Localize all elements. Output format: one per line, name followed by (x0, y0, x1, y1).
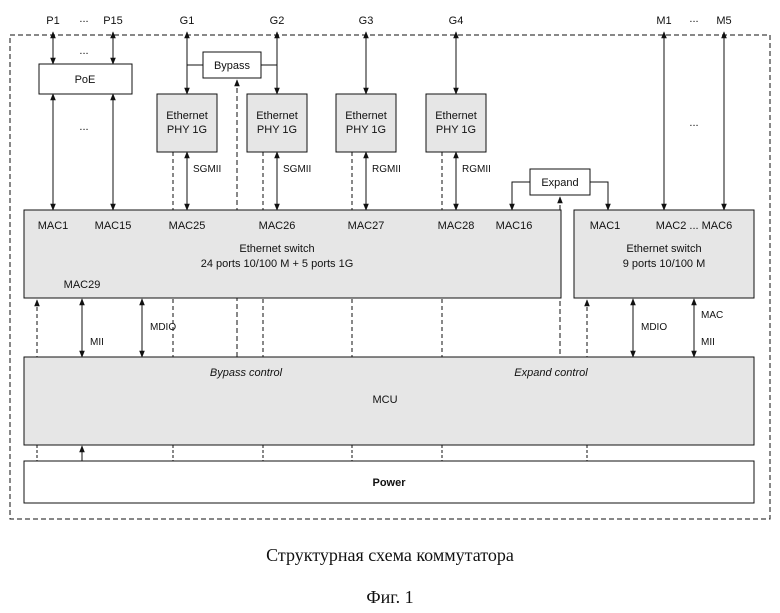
phy4-line2: PHY 1G (436, 124, 476, 136)
caption-figure: Фиг. 1 (366, 587, 413, 607)
phy3-line1: Ethernet (345, 110, 387, 122)
expand-switch-subtitle: 9 ports 10/100 M (623, 258, 706, 270)
mac25-label: MAC25 (169, 220, 206, 232)
main-switch-subtitle: 24 ports 10/100 M + 5 ports 1G (201, 258, 354, 270)
dots-p-top: ... (79, 45, 88, 57)
rgmii-label-3: RGMII (372, 164, 401, 175)
caption-title: Структурная схема коммутатора (266, 545, 514, 565)
mac-label-expand: MAC (701, 310, 723, 321)
exp-mac2-6-label: MAC2 ... MAC6 (656, 220, 732, 232)
sgmii-label-2: SGMII (283, 164, 311, 175)
phy1-line1: Ethernet (166, 110, 208, 122)
bypass-label: Bypass (214, 60, 251, 72)
expand-switch-title: Ethernet switch (626, 243, 701, 255)
port-label-g3: G3 (359, 15, 374, 27)
main-switch-title: Ethernet switch (239, 243, 314, 255)
phy-block-2: Ethernet PHY 1G (247, 94, 307, 152)
phy-block-1: Ethernet PHY 1G (157, 94, 217, 152)
mdio-label-main: MDIO (150, 322, 176, 333)
phy-block-4: Ethernet PHY 1G (426, 94, 486, 152)
phy4-line1: Ethernet (435, 110, 477, 122)
link-expand-mac16 (512, 182, 530, 210)
mdio-label-expand: MDIO (641, 322, 667, 333)
mac1-label: MAC1 (38, 220, 69, 232)
bypass-control-label: Bypass control (210, 367, 283, 379)
phy1-line2: PHY 1G (167, 124, 207, 136)
poe-label: PoE (75, 74, 96, 86)
phy3-line2: PHY 1G (346, 124, 386, 136)
port-label-m5: M5 (716, 15, 731, 27)
phy2-line2: PHY 1G (257, 124, 297, 136)
port-label-g1: G1 (180, 15, 195, 27)
phy2-line1: Ethernet (256, 110, 298, 122)
port-label-p1: P1 (46, 15, 59, 27)
mii-label-expand: MII (701, 337, 715, 348)
mac16-label: MAC16 (496, 220, 533, 232)
rgmii-label-4: RGMII (462, 164, 491, 175)
mac29-label: MAC29 (64, 279, 101, 291)
mac28-label: MAC28 (438, 220, 475, 232)
exp-mac1-label: MAC1 (590, 220, 621, 232)
expand-label: Expand (541, 177, 578, 189)
dots-p-mid: ... (79, 121, 88, 133)
expand-control-label: Expand control (514, 367, 588, 379)
port-label-g2: G2 (270, 15, 285, 27)
mac27-label: MAC27 (348, 220, 385, 232)
port-label-m-dots: ... (689, 13, 698, 25)
mii-label-main: MII (90, 337, 104, 348)
port-label-p-dots: ... (79, 13, 88, 25)
mac15-label: MAC15 (95, 220, 132, 232)
mac26-label: MAC26 (259, 220, 296, 232)
phy-block-3: Ethernet PHY 1G (336, 94, 396, 152)
port-label-p15: P15 (103, 15, 123, 27)
sgmii-label-1: SGMII (193, 164, 221, 175)
link-expand-mac1b (590, 182, 608, 210)
port-label-m1: M1 (656, 15, 671, 27)
dots-m-mid: ... (689, 117, 698, 129)
port-label-g4: G4 (449, 15, 464, 27)
mcu-label: MCU (372, 394, 397, 406)
power-label: Power (372, 477, 406, 489)
